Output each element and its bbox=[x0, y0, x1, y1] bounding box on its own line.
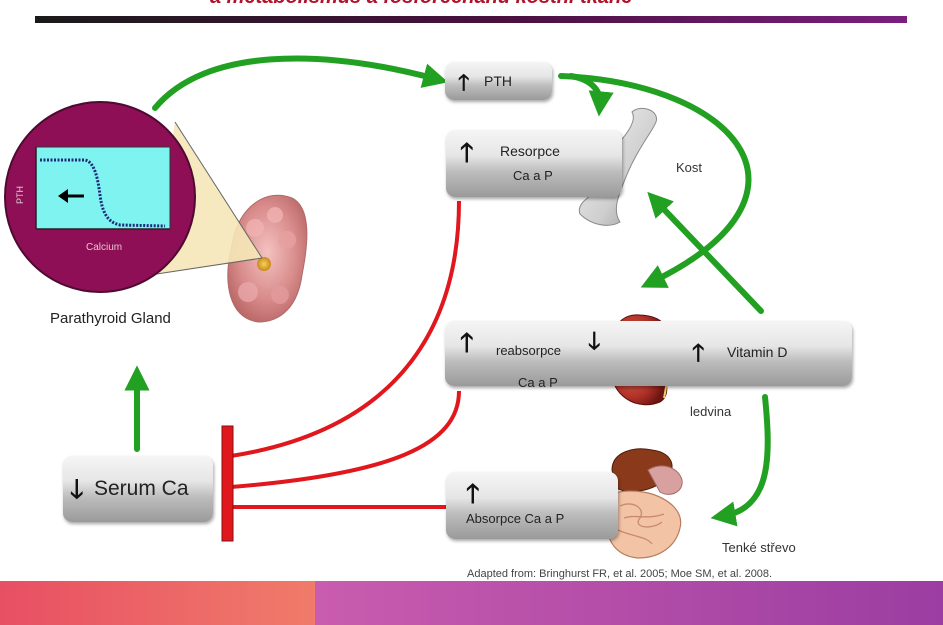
inset-ylabel: PTH bbox=[15, 186, 25, 204]
pth-label: PTH bbox=[484, 73, 512, 89]
arrow-vitd-to-bone bbox=[656, 201, 761, 311]
parathyroid-label: Parathyroid Gland bbox=[50, 310, 171, 327]
serum-down-arrow: 🡓 bbox=[70, 471, 84, 515]
inhibit-reabsorpce-line bbox=[231, 391, 459, 487]
vitamin-d-label: Vitamin D bbox=[727, 344, 787, 360]
citation: Adapted from: Bringhurst FR, et al. 2005… bbox=[467, 568, 772, 580]
kost-label: Kost bbox=[676, 160, 702, 175]
reabsorpce-up-arrow: 🡑 bbox=[460, 324, 474, 368]
serum-label: Serum Ca bbox=[94, 477, 189, 501]
kidney-down-arrow: 🡓 bbox=[588, 324, 600, 365]
inset-xlabel: Calcium bbox=[86, 242, 122, 253]
ledvina-label: ledvina bbox=[690, 404, 731, 419]
absorpce-label: Absorpce Ca a P bbox=[466, 511, 564, 526]
footer-bar-left bbox=[0, 581, 315, 625]
inhibit-bar bbox=[222, 426, 233, 541]
resorpce-label-1: Resorpce bbox=[500, 143, 560, 159]
resorpce-label-2: Ca a P bbox=[513, 168, 553, 183]
reabsorpce-label-1: reabsorpce bbox=[496, 343, 561, 358]
footer-bar-right bbox=[315, 581, 943, 625]
inset-plot-area bbox=[36, 147, 170, 229]
pth-up-arrow: 🡑 bbox=[458, 66, 469, 104]
arrow-gland-to-pth bbox=[155, 58, 436, 108]
strevo-label: Tenké střevo bbox=[722, 540, 796, 555]
vitamin-d-up-arrow: 🡑 bbox=[692, 336, 704, 377]
resorpce-up-arrow: 🡑 bbox=[460, 134, 474, 178]
reabsorpce-label-2: Ca a P bbox=[518, 375, 558, 390]
